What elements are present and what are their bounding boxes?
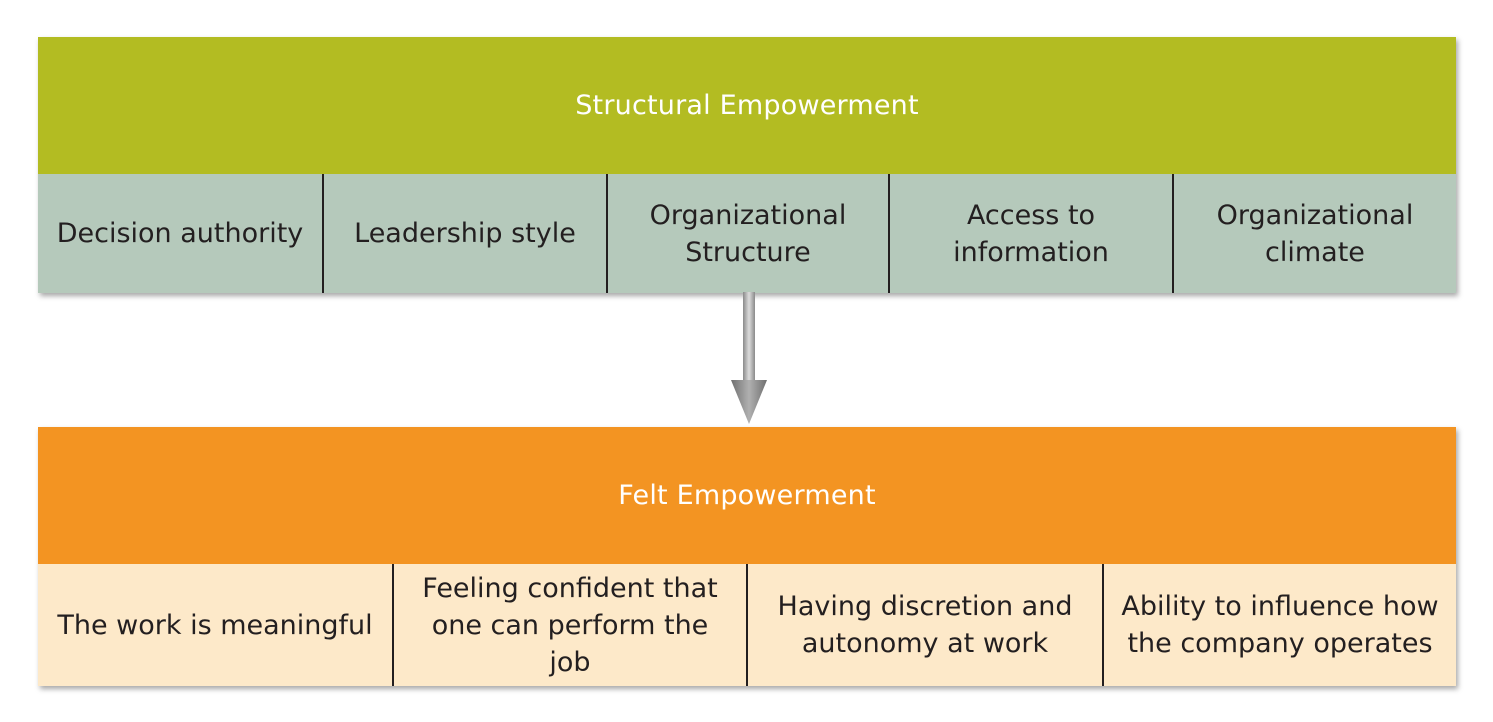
felt-item-feeling-confident: Feeling confident that one can perform t… [392, 564, 746, 686]
structural-empowerment-block: Structural Empowerment Decision authorit… [38, 37, 1456, 293]
felt-item-discretion-autonomy: Having discretion and autonomy at work [746, 564, 1102, 686]
felt-empowerment-items: The work is meaningful Feeling confident… [38, 564, 1456, 686]
structural-empowerment-items: Decision authority Leadership style Orga… [38, 174, 1456, 293]
structural-item-organizational-structure: Organizational Structure [606, 174, 888, 293]
down-arrow-icon [731, 292, 767, 424]
structural-item-organizational-climate: Organizational climate [1172, 174, 1456, 293]
felt-item-influence-operations: Ability to influence how the company ope… [1102, 564, 1456, 686]
structural-item-leadership-style: Leadership style [322, 174, 606, 293]
felt-empowerment-header: Felt Empowerment [38, 427, 1456, 564]
felt-item-work-meaningful: The work is meaningful [57, 609, 373, 641]
structural-item-decision-authority: Decision authority [56, 218, 304, 249]
structural-empowerment-header: Structural Empowerment [38, 37, 1456, 174]
felt-empowerment-block: Felt Empowerment The work is meaningful … [38, 427, 1456, 686]
structural-item-access-to-information: Access to information [888, 174, 1172, 293]
